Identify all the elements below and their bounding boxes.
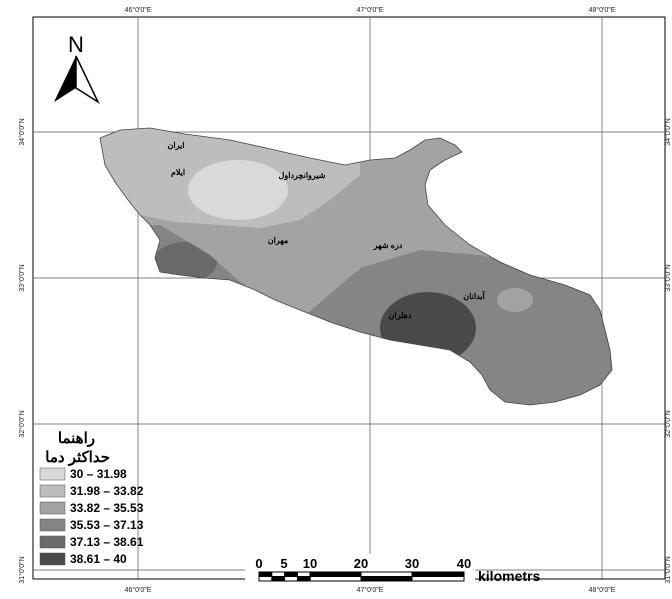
legend-swatch [39,552,66,566]
city-label-shirvan-chardavol: شیروانچرداول [279,171,326,181]
city-label-ilam: ایلام [171,168,185,178]
top-coord-47: 47°0'0"E [357,6,384,14]
scale-tick-label: 30 [405,556,419,571]
legend-label: 38.61 – 40 [70,552,127,566]
city-label-ilam-province: ایران [168,141,185,151]
legend-subtitle: حداکثر دما [45,449,110,466]
city-label-mehran: مهران [268,236,288,246]
legend-classes: 30 – 31.98 31.98 – 33.82 33.82 – 35.53 3… [39,467,144,566]
bottom-coord-46: 46°0'0"E [125,586,152,594]
bottom-coord-47: 47°0'0"E [357,586,384,594]
right-coord-31: 31°0'0"N [664,556,672,583]
legend-label: 31.98 – 33.82 [70,484,144,498]
legend-label: 30 – 31.98 [70,467,127,481]
right-coord-32: 32°0'0"N [664,410,672,437]
left-coordinate-labels: 34°0'0"N 33°0'0"N 32°0'0"N 31°0'0"N [18,118,26,583]
legend-label: 33.82 – 35.53 [70,501,144,515]
legend-swatch [39,467,66,481]
left-coord-31: 31°0'0"N [18,556,26,583]
left-coord-33: 33°0'0"N [18,264,26,291]
scale-bar-graphic [258,571,465,582]
legend-label: 35.53 – 37.13 [70,518,144,532]
city-label-abdanan: آبدانان [463,290,485,301]
scale-tick-label: 10 [303,556,317,571]
left-coord-34: 34°0'0"N [18,118,26,145]
top-coord-48: 48°0'0"E [589,6,616,14]
north-arrow-letter: N [68,32,84,57]
bottom-coordinate-labels: 46°0'0"E 47°0'0"E 48°0'0"E [125,586,616,594]
city-labels: ایران ایلام شیروانچرداول مهران دره شهر آ… [168,141,486,321]
scale-bar: 0 5 10 20 30 40 kilometrs [245,554,540,584]
scale-tick-label: 0 [255,556,262,571]
north-arrow-icon [54,56,76,102]
legend-title: راهنما [58,430,95,447]
scale-tick-label: 20 [354,556,368,571]
top-coord-46: 46°0'0"E [125,6,152,14]
right-coordinate-labels: 34°0'0"N 33°0'0"N 32°0'0"N 31°0'0"N [664,118,672,583]
legend-swatch [39,501,66,515]
city-label-dehloran: دهلران [389,311,412,321]
left-coord-32: 32°0'0"N [18,410,26,437]
legend-swatch [39,518,66,532]
legend-label: 37.13 – 38.61 [70,535,144,549]
scale-tick-label: 5 [280,556,287,571]
bottom-coord-48: 48°0'0"E [589,586,616,594]
scale-tick-label: 40 [457,556,471,571]
legend-swatch [39,484,66,498]
right-coord-34: 34°0'0"N [664,118,672,145]
north-arrow: N [54,32,100,105]
right-coord-33: 33°0'0"N [664,264,672,291]
legend: راهنما حداکثر دما 30 – 31.98 31.98 – 33.… [39,430,144,566]
legend-swatch [39,535,66,549]
scale-unit-label: kilometrs [478,568,540,584]
top-coordinate-labels: 46°0'0"E 47°0'0"E 48°0'0"E [125,6,616,14]
city-label-dareh-shahr: دره شهر [373,241,403,251]
